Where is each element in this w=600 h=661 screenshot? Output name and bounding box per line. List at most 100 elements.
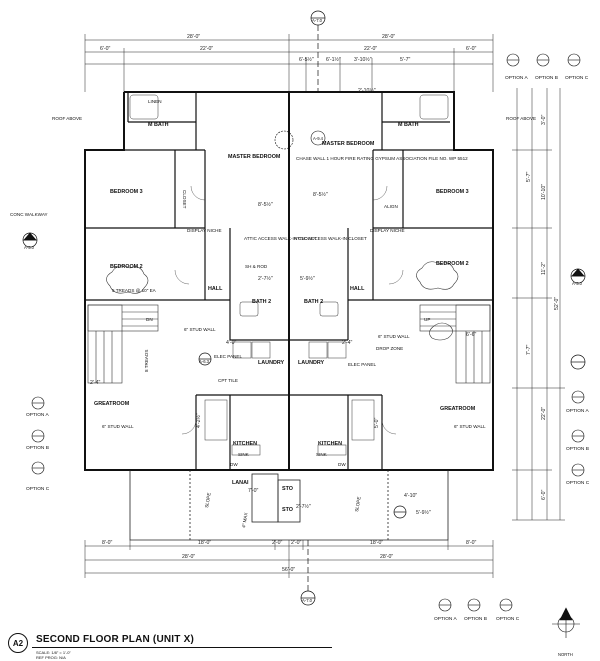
note-stud-wall-2: 6" STUD WALL: [378, 334, 410, 339]
room-laundry-right: LAUNDRY: [298, 360, 325, 366]
dim-misc-15: 4'-0": [226, 340, 236, 346]
dim-misc-25: 5'-0": [374, 418, 380, 428]
room-master-bedroom-left: MASTER BEDROOM: [228, 154, 281, 160]
section-top-ref: A-7.0: [312, 18, 323, 23]
dim-top-half-left: 28'-0": [187, 34, 200, 40]
dim-misc-4: 2'-10½": [358, 87, 376, 94]
dim-bottom-half-left: 28'-0": [182, 554, 195, 560]
note-dw-left: DW: [230, 462, 238, 467]
plumbing-fixtures: [129, 94, 449, 456]
option-left-a[interactable]: OPTION A: [26, 412, 49, 418]
room-kitchen-left: KITCHEN: [233, 441, 257, 447]
chase-wall-marker: [274, 130, 294, 150]
room-lanai: LANAI: [232, 480, 249, 486]
section-markers: [22, 10, 586, 606]
option-bot-c[interactable]: OPTION C: [496, 616, 520, 622]
dim-misc-23: 5'-9½": [416, 509, 431, 516]
option-top-b[interactable]: OPTION B: [535, 75, 558, 81]
room-sto-b: STO: [282, 507, 293, 513]
option-right-b[interactable]: OPTION B: [566, 446, 589, 452]
note-roof-above-right: ROOF ABOVE: [506, 116, 536, 121]
landscape-shrubs: [106, 261, 459, 341]
note-cpt-tile: CPT TILE: [218, 378, 238, 383]
detail-ref: A-6.3: [199, 359, 210, 364]
dim-misc-13: 6'-6": [466, 332, 476, 338]
stairs-right: [419, 304, 491, 384]
option-bot-a[interactable]: OPTION A: [434, 616, 457, 622]
dim-bottom-center-b: 2'-0": [291, 540, 301, 546]
title-underline: [32, 647, 332, 648]
dim-misc-7: 8'-5½": [258, 201, 273, 208]
note-slope-left: SLOPE: [204, 492, 212, 508]
room-hall-left: HALL: [208, 286, 223, 292]
dim-top-right-a: 22'-0": [364, 46, 377, 52]
dim-misc-3: 5'-7": [400, 57, 410, 63]
bottom-dimension-strings: [84, 540, 494, 578]
note-dw-right: DW: [338, 462, 346, 467]
dim-bottom-right-a: 18'-0": [370, 540, 383, 546]
note-slope-right: SLOPE: [354, 496, 362, 512]
room-hall-right: HALL: [350, 286, 365, 292]
dim-right-misc-c: 11'-2": [541, 262, 547, 275]
room-m-bath-left: M BATH: [148, 122, 169, 128]
note-dn: DN: [146, 317, 153, 322]
north-arrow-icon: [552, 607, 580, 638]
lanai-porch: [129, 470, 449, 541]
room-kitchen-right: KITCHEN: [318, 441, 342, 447]
dim-misc-21: 2'-7½": [258, 275, 273, 282]
note-roof-above-left: ROOF ABOVE: [52, 116, 82, 121]
note-sink-right: SINK: [316, 452, 328, 457]
note-stud-wall-3: 6" STUD WALL: [102, 424, 134, 429]
option-left-c[interactable]: OPTION C: [26, 486, 50, 492]
room-greatroom-left: GREATROOM: [94, 401, 130, 407]
option-bot-b[interactable]: OPTION B: [464, 616, 487, 622]
right-dimension-strings: [512, 88, 565, 521]
room-attic-right: ATTIC ACCESS WALK-IN CLOSET: [294, 236, 367, 241]
dim-right-overall: 52'-0": [554, 297, 560, 310]
note-drop-zone: DROP ZONE: [376, 346, 403, 351]
section-left-ref: A-5.0: [24, 245, 35, 250]
exterior-walls: [84, 91, 494, 471]
dim-misc-20: 2'-7½": [296, 503, 311, 510]
dim-top-half-right: 28'-0": [382, 34, 395, 40]
note-stud-wall-1: 6" STUD WALL: [184, 327, 216, 332]
dim-misc-2: 3'-10½": [354, 56, 372, 63]
note-closet: CLOSET: [182, 190, 187, 209]
dim-right-lower: 22'-0": [541, 407, 547, 420]
option-top-c[interactable]: OPTION C: [565, 75, 589, 81]
dim-right-misc-f: 7'-7": [526, 345, 532, 355]
note-treads-side: 8 TREADS: [144, 350, 149, 372]
dim-misc-24: 4'-2½": [195, 413, 202, 428]
dim-bottom-left-a: 8'-0": [102, 540, 112, 546]
note-stud-wall-4: 6" STUD WALL: [454, 424, 486, 429]
note-linen: LINEN: [148, 99, 162, 104]
chase-callout-ref: A-9.4: [313, 136, 324, 141]
dim-top-right-b: 6'-0": [466, 46, 476, 52]
door-swings: [174, 185, 404, 435]
dim-bottom-left-b: 18'-0": [198, 540, 211, 546]
option-right-a[interactable]: OPTION A: [566, 408, 589, 414]
note-sink-left: SINK: [238, 452, 250, 457]
note-chase-wall: CHASE WALL 1 HOUR FIRE RATING GYPSUM ASS…: [296, 156, 468, 161]
option-left-b[interactable]: OPTION B: [26, 445, 49, 451]
room-bath2-right: BATH 2: [304, 299, 323, 305]
dim-misc-6: 8'-5½": [313, 191, 328, 198]
dim-misc-19: 7'-0": [248, 488, 258, 494]
room-bedroom2-left: BEDROOM 2: [110, 264, 143, 270]
option-right-c[interactable]: OPTION C: [566, 480, 590, 486]
dim-misc-17: 2'-4": [90, 380, 100, 386]
option-callouts-left: [31, 396, 45, 475]
dim-right-misc-d: 6'-0": [541, 490, 547, 500]
note-elec-panel-left: ELEC PANEL: [214, 354, 242, 359]
north-label: NORTH: [558, 652, 573, 657]
note-elec-panel-right: ELEC PANEL: [348, 362, 376, 367]
plan-scale: SCALE: 1/8" = 1'-0": [36, 650, 71, 655]
dim-misc-1: 6'-1½": [326, 56, 341, 63]
dim-top-left-b: 22'-0": [200, 46, 213, 52]
note-display-niche-left: DISPLAY NICHE: [187, 228, 222, 233]
room-attic-left: ATTIC ACCESS WALK-IN CLOSET: [244, 236, 317, 241]
note-treads-top: 5 TREADS @ 10" EA: [112, 288, 157, 293]
dim-right-misc-e: 5'-7": [526, 172, 532, 182]
option-top-a[interactable]: OPTION A: [505, 75, 528, 81]
